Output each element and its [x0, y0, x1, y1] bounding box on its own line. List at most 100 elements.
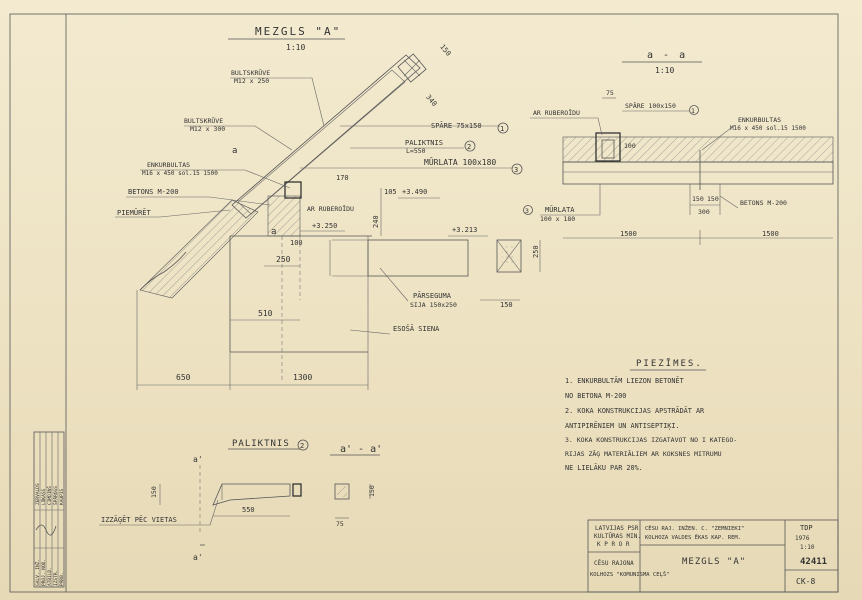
label-paliktnis-spec: L=550 — [406, 147, 426, 155]
murlata-section — [284, 181, 302, 199]
label-esosa-siena: ESOŠĀ SIENA — [393, 324, 440, 333]
roof-slab-hatched — [139, 199, 259, 299]
aa-dim-75: 75 — [606, 89, 614, 97]
label-paliktnis: PALIKTNIS — [405, 139, 443, 147]
rafter-section-box — [397, 53, 427, 83]
label-bultskruve-mid: BULTSKRŪVE — [184, 116, 223, 125]
elev-3250: +3.250 — [312, 222, 337, 230]
svg-text:2: 2 — [300, 442, 304, 450]
tb-address1: CĒSU RAJONA — [594, 560, 634, 567]
stamp-row-2: PROJ. NOD. — [41, 559, 47, 586]
paliktnis-izzaget: IZZĀĢĒT PĒC VIETAS — [101, 515, 177, 525]
aa-dim-1500b: 1500 — [762, 230, 779, 238]
svg-text:3: 3 — [525, 207, 529, 215]
title-block: LATVIJAS PSR KULTŪRAS MIN. K P R O R CĒS… — [587, 519, 839, 593]
dim-510: 510 — [258, 309, 273, 318]
note-line-4: ANTIPIRĒNIEM UN ANTISEPTIĶI. — [565, 421, 680, 431]
label-murlata: MŪRLATA 100x180 — [424, 157, 496, 167]
stamp-name-2: LŪKASS — [40, 488, 47, 505]
section-aa-rafter-box — [595, 132, 621, 162]
tb-scale: 1:10 — [800, 544, 815, 551]
tb-drawing-title: MEZGLS "A" — [682, 557, 746, 567]
label-spare: SPĀRE 75x150 — [431, 121, 482, 130]
paliktnis-section: a' - a' — [340, 444, 382, 455]
dim-250: 250 — [276, 255, 291, 264]
section-aa: a - a 1:10 75 100 SPĀRE 100x150 1 AR RUB… — [523, 50, 834, 245]
aa-label-ar-ruberoidu: AR RUBEROĪDU — [533, 108, 580, 117]
tb-project1: CĒSU RAJ. INŽEN. C. "ZEMNIEKI" — [645, 524, 744, 532]
dim-170: 170 — [336, 174, 349, 182]
aa-label-murlata-spec: 100 x 180 — [540, 215, 575, 223]
paliktnis-callout — [297, 439, 309, 451]
svg-text:1: 1 — [691, 107, 695, 115]
section-aa-title: a - a — [647, 50, 687, 61]
dim-1300: 1300 — [293, 373, 312, 382]
notes-heading: PIEZĪMES. — [636, 358, 703, 369]
paliktnis-profile — [212, 483, 291, 506]
label-enkurbultas: ENKURBULTAS — [147, 161, 190, 169]
label-enkurbultas-spec: M16 x 450 sol.15 1500 — [142, 170, 218, 177]
label-ar-ruberoidu: AR RUBEROĪDU — [307, 204, 354, 213]
dim-100: 100 — [290, 239, 303, 247]
paliktnis-dim-150b: 150 — [368, 485, 376, 497]
main-detail-scale: 1:10 — [286, 43, 305, 52]
aa-label-murlata: MŪRLATA — [545, 205, 575, 214]
tb-year: 1976 — [795, 535, 810, 542]
paliktnis-dim-550: 550 — [242, 506, 255, 514]
paliktnis-title: PALIKTNIS — [232, 439, 290, 449]
paliktnis-detail: PALIKTNIS 2 a' - a' a' a' 150 550 75 150… — [99, 439, 382, 562]
label-bultskruve-top: BULTSKRŪVE — [231, 68, 270, 77]
main-detail-title: MEZGLS "A" — [255, 25, 341, 38]
stamp-row-1: GALV. INŽ. — [33, 559, 41, 586]
tb-project2: KOLHOZA VALDES ĒKAS KAP. REM. — [645, 534, 741, 541]
aa-label-enkurbultas: ENKURBULTAS — [738, 116, 781, 124]
dim-250-right: 250 — [532, 245, 540, 258]
callout-1 — [497, 122, 509, 134]
tb-org3: K P R O R — [597, 541, 630, 548]
aa-label-enkurbultas-spec: M16 x 450 sol.15 1500 — [730, 125, 806, 132]
tb-number: 42411 — [800, 557, 827, 567]
aa-dim-300: 300 — [698, 208, 710, 216]
concrete-bed — [267, 195, 301, 237]
elev-3213: +3.213 — [452, 226, 477, 234]
dim-150-right: 150 — [500, 301, 513, 309]
dim-105: 105 — [384, 188, 397, 196]
tb-stage: TDP — [800, 524, 813, 532]
section-mark-a: a — [232, 146, 237, 156]
tb-org1: LATVIJAS PSR — [595, 525, 639, 532]
paliktnis-a-prime: a' — [193, 553, 203, 562]
label-bultskruve-top-spec: M12 x 250 — [234, 77, 269, 85]
note-line-3: 2. KOKA KONSTRUKCIJAS APSTRĀDĀT AR — [565, 406, 705, 415]
svg-text:2: 2 — [467, 143, 471, 151]
stamp-row-5: PĀRB. — [58, 572, 65, 586]
aa-dim-150b: 150 — [707, 195, 719, 203]
note-line-5: 3. KOKA KONSTRUKCIJAS IZGATAVOT NO I KAT… — [565, 436, 737, 444]
tb-org2: KULTŪRAS MIN. — [594, 533, 641, 540]
stamp-name-4: ŠPĀROGS — [52, 486, 59, 505]
aa-dim-1500a: 1500 — [620, 230, 637, 238]
stamp-row-4: IZSTR. — [53, 570, 59, 586]
section-aa-murlata — [562, 161, 834, 185]
aa-dim-100: 100 — [624, 142, 636, 150]
note-line-6: RIJAS ZĀĢ MATERIĀLIEM AR KOKSNES MITRUMU — [565, 449, 722, 459]
aa-label-betons: BETONS M-200 — [740, 199, 787, 207]
sheet-frame — [9, 13, 839, 593]
aa-label-spare: SPĀRE 100x150 — [625, 101, 676, 110]
label-parseguma: PĀRSEGUMA — [413, 291, 452, 300]
svg-text:3: 3 — [514, 166, 518, 174]
paliktnis-section-box — [334, 483, 350, 500]
aa-callout-3 — [523, 205, 533, 215]
main-detail: MEZGLS "A" 1:10 — [115, 25, 541, 390]
aa-dim-150a: 150 — [692, 195, 704, 203]
stamp-row-3: ATBILD. — [47, 567, 53, 586]
beam-section-box — [496, 239, 522, 273]
tb-sheet: CK-8 — [796, 577, 815, 586]
svg-text:1: 1 — [500, 125, 504, 133]
callout-2 — [464, 140, 476, 152]
label-piemurets: PIEMŪRĒT — [117, 208, 152, 217]
side-stamp: GALV. INŽ. PROJ. NOD. ATBILD. IZSTR. PĀR… — [33, 431, 65, 588]
tb-address2: KOLHOZS "KOMUNISMA CEĻŠ" — [590, 571, 669, 578]
dim-240: 240 — [372, 215, 380, 228]
